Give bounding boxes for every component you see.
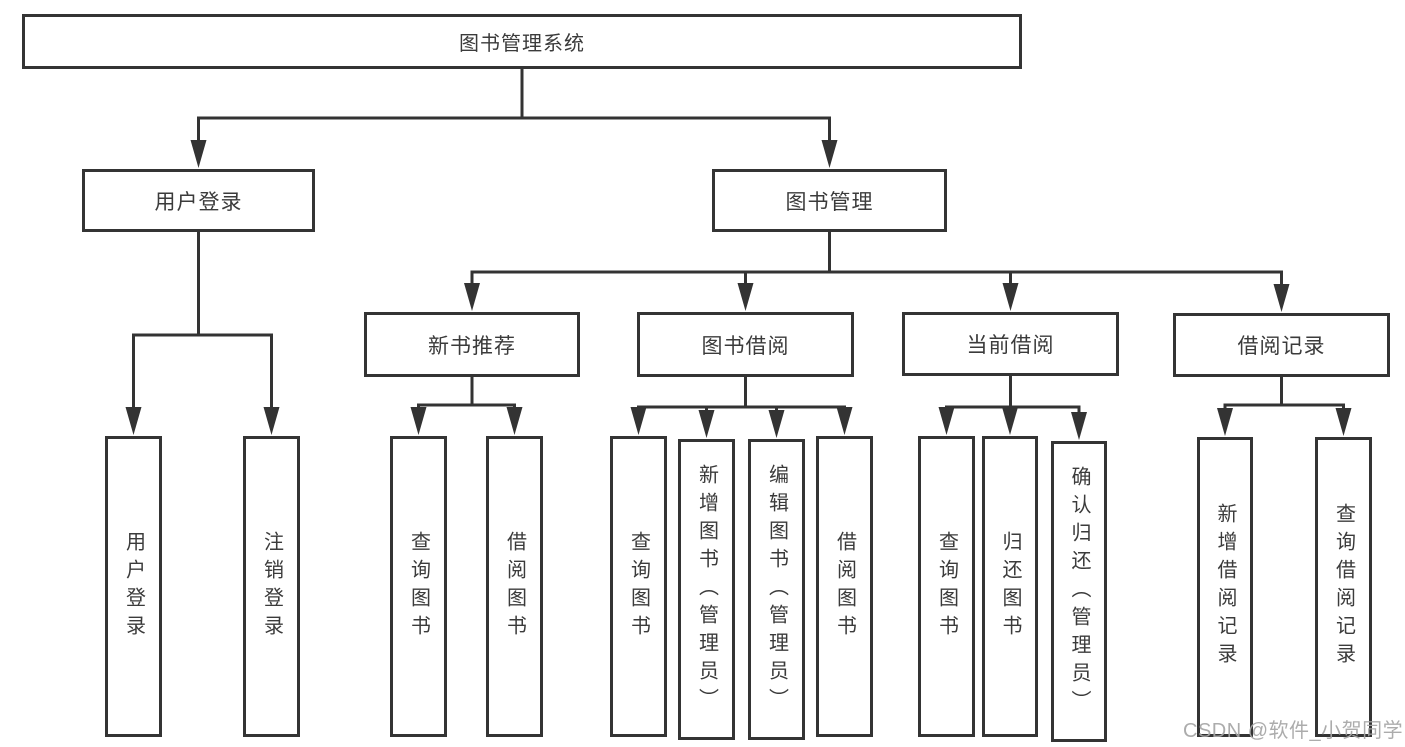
node-confirm-return-admin: 确认归还（管理员）	[1051, 441, 1107, 742]
arrowhead-icon	[630, 407, 647, 435]
arrowhead-icon	[125, 407, 142, 435]
node-return-books: 归还图书	[982, 436, 1038, 737]
arrowhead-icon	[1071, 412, 1087, 440]
arrowhead-icon	[1002, 283, 1019, 311]
node-new-book-recommend: 新书推荐	[364, 312, 580, 377]
node-label-query-books-current: 查询图书	[935, 530, 958, 643]
node-query-books-borrowing: 查询图书	[610, 436, 667, 737]
node-label-return-books: 归还图书	[999, 530, 1021, 643]
node-logout-leaf: 注销登录	[243, 436, 300, 737]
node-add-borrow-record: 新增借阅记录	[1197, 437, 1253, 737]
arrowhead-icon	[464, 283, 480, 311]
node-add-books-admin: 新增图书（管理员）	[678, 439, 735, 740]
node-label-new-book-recommend: 新书推荐	[428, 334, 516, 358]
node-user-login: 用户登录	[82, 169, 315, 232]
node-label-book-management: 图书管理	[785, 190, 874, 214]
node-user-login-leaf: 用户登录	[105, 436, 162, 737]
node-current-borrowing: 当前借阅	[902, 312, 1119, 376]
arrowhead-icon	[1335, 408, 1352, 436]
node-label-user-login-leaf: 用户登录	[122, 530, 145, 643]
arrowhead-icon	[821, 140, 838, 168]
node-label-query-books-borrowing: 查询图书	[627, 530, 650, 643]
node-label-root: 图书管理系统	[459, 33, 585, 55]
arrowhead-icon	[768, 410, 785, 438]
node-label-add-borrow-record: 新增借阅记录	[1214, 503, 1236, 671]
arrowhead-icon	[698, 410, 715, 438]
arrowhead-icon	[1002, 407, 1018, 435]
node-label-query-books-recommend: 查询图书	[407, 530, 430, 643]
node-query-books-recommend: 查询图书	[390, 436, 447, 737]
node-label-user-login: 用户登录	[154, 190, 243, 214]
arrowhead-icon	[506, 407, 523, 435]
node-book-management: 图书管理	[712, 169, 947, 232]
node-label-borrow-books-borrowing: 借阅图书	[833, 530, 856, 643]
arrowhead-icon	[938, 407, 955, 435]
arrowhead-icon	[190, 140, 207, 168]
node-borrow-books-borrowing: 借阅图书	[816, 436, 873, 737]
arrowhead-icon	[263, 407, 280, 435]
node-label-query-borrow-record: 查询借阅记录	[1332, 503, 1355, 671]
node-query-borrow-record: 查询借阅记录	[1315, 437, 1372, 737]
arrowhead-icon	[1217, 408, 1233, 436]
node-label-book-borrowing: 图书借阅	[701, 334, 790, 358]
arrowhead-icon	[1273, 284, 1290, 312]
node-borrow-books-recommend: 借阅图书	[486, 436, 543, 737]
arrowhead-icon	[836, 407, 853, 435]
node-edit-books-admin: 编辑图书（管理员）	[748, 439, 805, 740]
node-borrow-records: 借阅记录	[1173, 313, 1390, 377]
arrowhead-icon	[737, 283, 754, 311]
node-label-borrow-records: 借阅记录	[1237, 335, 1326, 358]
arrowhead-icon	[410, 407, 427, 435]
node-label-current-borrowing: 当前借阅	[966, 334, 1055, 357]
node-label-logout-leaf: 注销登录	[260, 530, 283, 643]
node-label-edit-books-admin: 编辑图书（管理员）	[765, 463, 788, 716]
node-query-books-current: 查询图书	[918, 436, 975, 737]
node-book-borrowing: 图书借阅	[637, 312, 854, 377]
node-root: 图书管理系统	[22, 14, 1022, 69]
node-label-add-books-admin: 新增图书（管理员）	[695, 463, 718, 716]
node-label-borrow-books-recommend: 借阅图书	[503, 530, 526, 643]
node-label-confirm-return-admin: 确认归还（管理员）	[1068, 465, 1090, 718]
